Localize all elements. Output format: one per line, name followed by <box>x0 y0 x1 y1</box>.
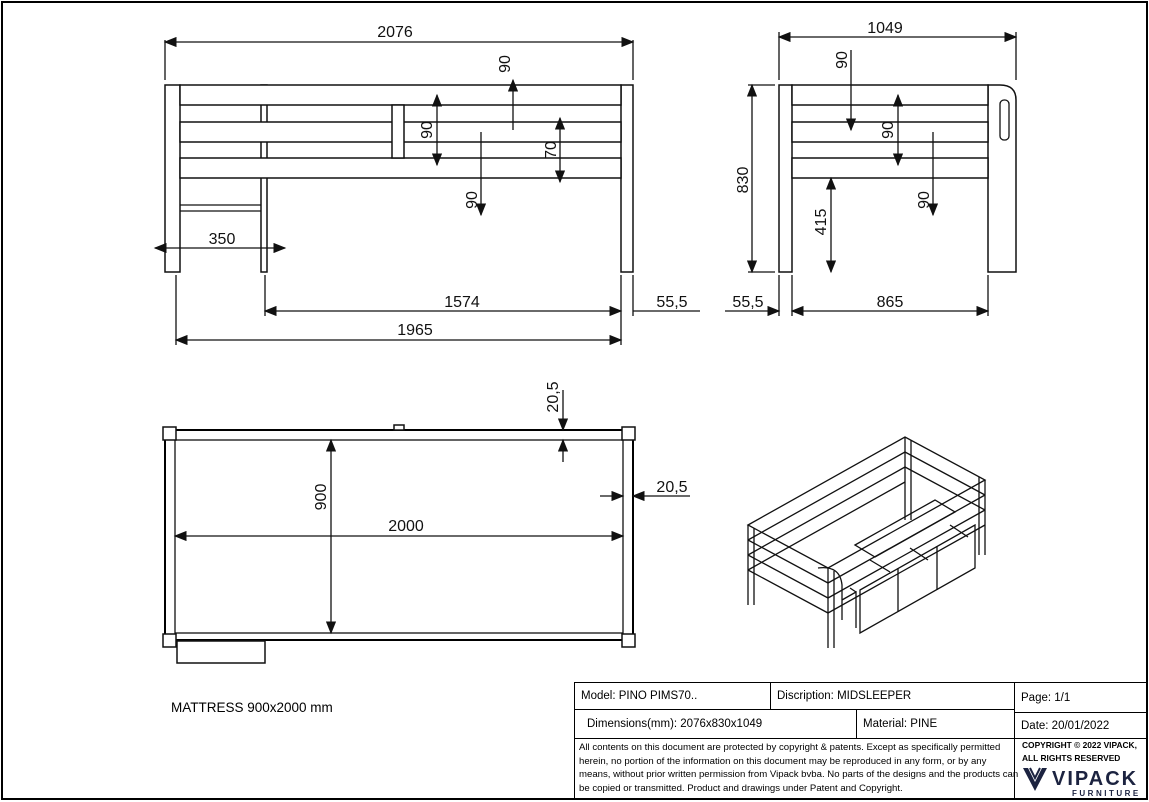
logo-box <box>1014 738 1148 800</box>
dim-ladder-width: 350 <box>209 231 236 248</box>
date-field: Date: 20/01/2022 <box>1014 712 1148 739</box>
copyright-line-1: COPYRIGHT © 2022 VIPACK, <box>1022 740 1137 750</box>
dim-rail-width: 90 <box>419 121 436 139</box>
dim-offset-top: 20,5 <box>545 381 562 412</box>
side-view: 1049 830 90 90 90 415 55,5 865 <box>725 20 1018 317</box>
dim-rail-width-3: 90 <box>464 191 481 209</box>
dim-offset-right: 20,5 <box>656 479 687 496</box>
dim-under-height: 415 <box>813 209 830 236</box>
mattress-note: MATTRESS 900x2000 mm <box>171 700 333 715</box>
front-view: 2076 90 90 70 90 350 1574 55,5 1965 <box>153 24 700 346</box>
copyright-text: All contents on this document are protec… <box>579 742 1019 794</box>
dimensions-field: Dimensions(mm): 2076x830x1049 <box>574 709 857 739</box>
top-view: 20,5 20,5 900 2000 <box>162 381 690 664</box>
isometric-view <box>746 436 987 648</box>
dim-side-rail-width: 90 <box>880 121 897 139</box>
dim-side-rail-gap: 90 <box>834 51 851 69</box>
copyright-line-2: ALL RIGHTS RESERVED <box>1022 752 1121 763</box>
description-field: Discription: MIDSLEEPER <box>770 682 1015 710</box>
dim-inner-width: 865 <box>877 294 904 311</box>
dim-height: 830 <box>735 167 752 194</box>
dim-side-rail-bottom: 90 <box>916 191 933 209</box>
model-field: Model: PINO PIMS70.. <box>574 682 771 710</box>
page-field: Page: 1/1 <box>1014 682 1148 713</box>
dim-mattress-length: 2000 <box>388 518 424 535</box>
vipack-logo: VIPACK FURNITURE <box>1023 767 1141 798</box>
dim-overall-length: 2076 <box>377 24 413 41</box>
dim-frame-length: 1965 <box>397 322 433 339</box>
dim-inner-length: 1574 <box>444 294 480 311</box>
dim-side-post-offset: 55,5 <box>732 294 763 311</box>
dim-post-offset: 55,5 <box>656 294 687 311</box>
dim-mattress-width: 900 <box>313 484 330 511</box>
logo-subtext: FURNITURE <box>1072 789 1141 798</box>
dim-rail-gap: 90 <box>497 55 514 73</box>
copyright-notice: COPYRIGHT © 2022 VIPACK, ALL RIGHTS RESE… <box>1022 739 1137 764</box>
logo-text: VIPACK <box>1052 768 1138 790</box>
dim-rail-gap-2: 70 <box>543 141 560 159</box>
material-field: Material: PINE <box>856 709 1015 739</box>
dim-overall-width: 1049 <box>867 20 903 37</box>
